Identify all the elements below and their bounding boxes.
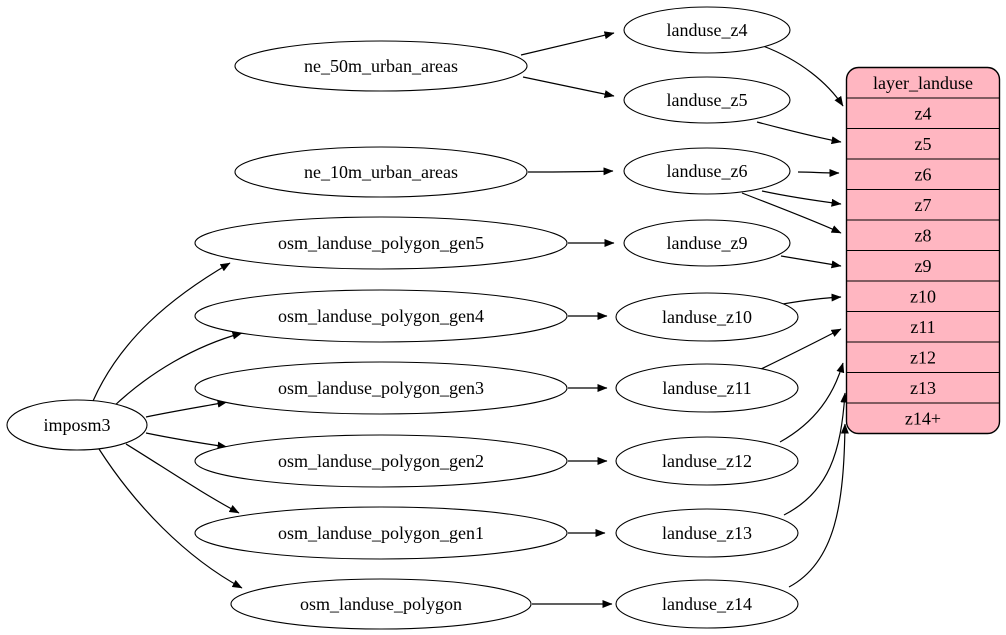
edge-landuse-z14-to-row-z14plus xyxy=(788,423,849,588)
table-row-z11: z11 xyxy=(910,317,935,337)
node-landuse-z14-label: landuse_z14 xyxy=(662,594,752,614)
table-row-z4: z4 xyxy=(915,104,932,124)
node-imposm3-label: imposm3 xyxy=(43,415,110,435)
edge-landuse-z4-to-row-z4 xyxy=(762,45,844,107)
node-landuse-z13-shape xyxy=(615,508,799,558)
node-landuse-z14-shape xyxy=(615,579,799,629)
node-ne-10m-urban-areas-label: ne_10m_urban_areas xyxy=(304,162,458,182)
node-landuse-z9-label: landuse_z9 xyxy=(667,233,748,253)
node-landuse-z11-label: landuse_z11 xyxy=(662,378,751,398)
edge-landuse-z10-to-row-z10 xyxy=(782,293,842,305)
node-landuse-z9-shape xyxy=(623,219,791,267)
node-osm-landuse-polygon-gen5-label: osm_landuse_polygon_gen5 xyxy=(278,233,484,253)
node-osm-landuse-polygon-gen3-shape xyxy=(194,361,568,415)
node-osm-landuse-polygon-gen5-shape xyxy=(194,216,568,270)
edge-imposm3-to-gen2 xyxy=(145,432,228,450)
node-landuse-z4: landuse_z4 xyxy=(623,6,791,54)
node-osm-landuse-polygon-gen2-shape xyxy=(194,434,568,488)
node-imposm3: imposm3 xyxy=(6,399,148,451)
node-landuse-z6: landuse_z6 xyxy=(623,147,791,195)
table-title: layer_landuse xyxy=(873,73,973,93)
node-osm-landuse-polygon-gen4: osm_landuse_polygon_gen4 xyxy=(194,289,568,343)
node-landuse-z5: landuse_z5 xyxy=(623,76,791,124)
edge-imposm3-to-gen4 xyxy=(112,331,243,408)
node-landuse-z4-shape xyxy=(623,6,791,54)
node-landuse-z4-label: landuse_z4 xyxy=(667,20,748,40)
node-landuse-z6-shape xyxy=(623,147,791,195)
node-osm-landuse-polygon-shape xyxy=(230,578,532,630)
table-row-z5: z5 xyxy=(915,134,932,154)
node-ne-10m-urban-areas-shape xyxy=(234,146,528,198)
node-landuse-z13: landuse_z13 xyxy=(615,508,799,558)
edge-landuse-z6-to-row-z6 xyxy=(797,168,840,177)
node-osm-landuse-polygon-gen3-label: osm_landuse_polygon_gen3 xyxy=(278,378,484,398)
node-landuse-z10: landuse_z10 xyxy=(615,292,799,342)
node-osm-landuse-polygon-gen3: osm_landuse_polygon_gen3 xyxy=(194,361,568,415)
table-row-z13: z13 xyxy=(910,378,936,398)
edges xyxy=(92,31,849,608)
node-landuse-z12: landuse_z12 xyxy=(615,436,799,486)
node-osm-landuse-polygon-gen2-label: osm_landuse_polygon_gen2 xyxy=(278,451,484,471)
node-landuse-z12-label: landuse_z12 xyxy=(662,451,752,471)
node-osm-landuse-polygon-gen5: osm_landuse_polygon_gen5 xyxy=(194,216,568,270)
edge-imposm3-to-gen3 xyxy=(145,399,228,418)
node-landuse-z10-label: landuse_z10 xyxy=(662,307,752,327)
node-landuse-z10-shape xyxy=(615,292,799,342)
node-landuse-z11-shape xyxy=(615,363,799,413)
node-osm-landuse-polygon-label: osm_landuse_polygon xyxy=(300,594,462,614)
node-ne-50m-urban-areas: ne_50m_urban_areas xyxy=(234,40,528,92)
table-row-z7: z7 xyxy=(915,195,932,215)
edge-landuse-z13-to-row-z13 xyxy=(783,392,849,516)
edge-landuse-z9-to-row-z9 xyxy=(780,255,842,269)
edge-ne-50m-urban-areas-to-landuse-z5 xyxy=(522,76,615,98)
table-row-z12: z12 xyxy=(910,348,936,368)
table-row-z6: z6 xyxy=(915,165,932,185)
edge-ne-50m-urban-areas-to-landuse-z4 xyxy=(520,31,615,56)
node-landuse-z6-label: landuse_z6 xyxy=(667,161,748,181)
edge-imposm3-to-osm-landuse-polygon xyxy=(98,448,243,589)
edge-landuse-z12-to-row-z12 xyxy=(779,362,845,443)
node-osm-landuse-polygon-gen1-shape xyxy=(194,506,568,560)
table-layer-landuse: layer_landuse z4 z5 z6 z7 z8 z9 z10 z11 … xyxy=(845,66,1001,435)
table-row-z9: z9 xyxy=(915,256,932,276)
node-ne-50m-urban-areas-label: ne_50m_urban_areas xyxy=(304,56,458,76)
node-osm-landuse-polygon-gen1: osm_landuse_polygon_gen1 xyxy=(194,506,568,560)
node-landuse-z9: landuse_z9 xyxy=(623,219,791,267)
node-imposm3-shape xyxy=(6,399,148,451)
edge-landuse-z5-to-row-z5 xyxy=(756,121,842,145)
table-row-z14plus: z14+ xyxy=(905,409,941,429)
table-row-z8: z8 xyxy=(915,226,932,246)
node-landuse-z11: landuse_z11 xyxy=(615,363,799,413)
node-landuse-z14: landuse_z14 xyxy=(615,579,799,629)
node-landuse-z5-shape xyxy=(623,76,791,124)
table-row-separators xyxy=(846,97,1000,404)
node-osm-landuse-polygon-gen2: osm_landuse_polygon_gen2 xyxy=(194,434,568,488)
edge-landuse-z11-to-row-z11 xyxy=(756,328,842,372)
node-landuse-z13-label: landuse_z13 xyxy=(662,523,752,543)
edge-landuse-z6-to-row-z8 xyxy=(741,192,842,234)
node-landuse-z5-label: landuse_z5 xyxy=(667,90,748,110)
edge-imposm3-to-gen5 xyxy=(92,262,231,402)
edge-landuse-z6-to-row-z7 xyxy=(761,190,842,207)
node-osm-landuse-polygon-gen4-shape xyxy=(194,289,568,343)
node-ne-10m-urban-areas: ne_10m_urban_areas xyxy=(234,146,528,198)
node-osm-landuse-polygon: osm_landuse_polygon xyxy=(230,578,532,630)
edge-ne-10m-urban-areas-to-landuse-z6 xyxy=(527,167,614,176)
node-ne-50m-urban-areas-shape xyxy=(234,40,528,92)
table-row-z10: z10 xyxy=(910,287,936,307)
node-osm-landuse-polygon-gen4-label: osm_landuse_polygon_gen4 xyxy=(278,306,484,326)
node-landuse-z12-shape xyxy=(615,436,799,486)
node-osm-landuse-polygon-gen1-label: osm_landuse_polygon_gen1 xyxy=(278,523,484,543)
edge-imposm3-to-gen1 xyxy=(125,443,240,514)
